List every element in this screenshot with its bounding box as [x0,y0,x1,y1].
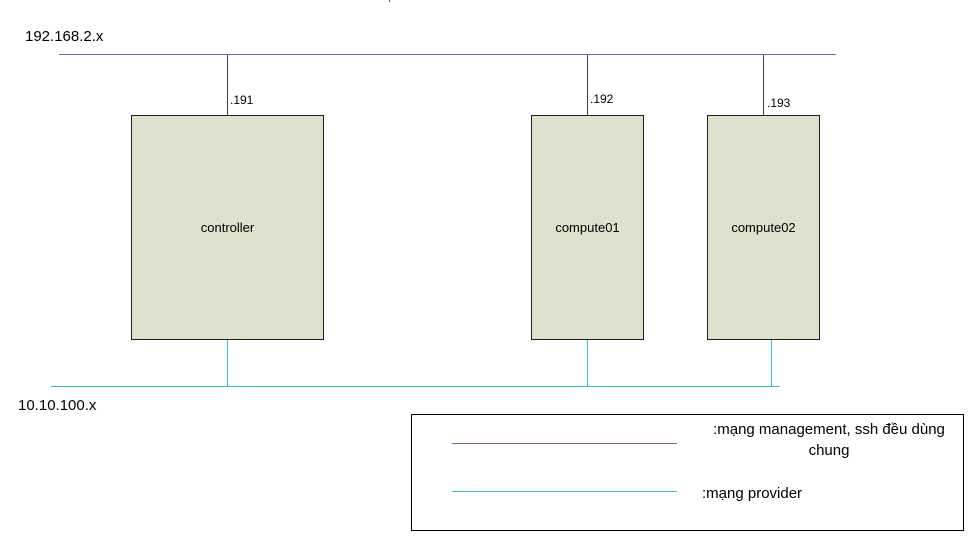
controller-provider-link [227,339,228,386]
management-network-label: 192.168.2.x [25,28,104,45]
controller-ip-label: .191 [230,93,254,107]
legend-box: :mạng management, ssh đều dùng chung :mạ… [411,414,964,531]
compute02-node: compute02 [707,115,820,340]
legend-management-text: :mạng management, ssh đều dùng chung [713,421,945,459]
stray-mark [389,0,390,2]
legend-provider-text: :mạng provider [702,485,803,502]
compute01-node: compute01 [531,115,644,340]
compute01-node-label: compute01 [555,220,620,235]
compute01-ip-label: .192 [590,92,614,106]
compute01-provider-link [587,339,588,386]
compute01-management-link [587,55,588,115]
compute02-node-label: compute02 [731,220,796,235]
controller-management-link [227,55,228,115]
provider-network-label: 10.10.100.x [18,397,97,414]
controller-node: controller [131,115,324,340]
controller-node-label: controller [200,220,255,235]
management-network-line [59,54,836,55]
provider-network-line [51,386,780,387]
compute02-provider-link [771,339,772,386]
compute02-management-link [763,55,764,115]
legend-management-swatch [452,443,677,444]
compute02-ip-label: .193 [767,96,791,110]
legend-provider-swatch [452,491,677,492]
